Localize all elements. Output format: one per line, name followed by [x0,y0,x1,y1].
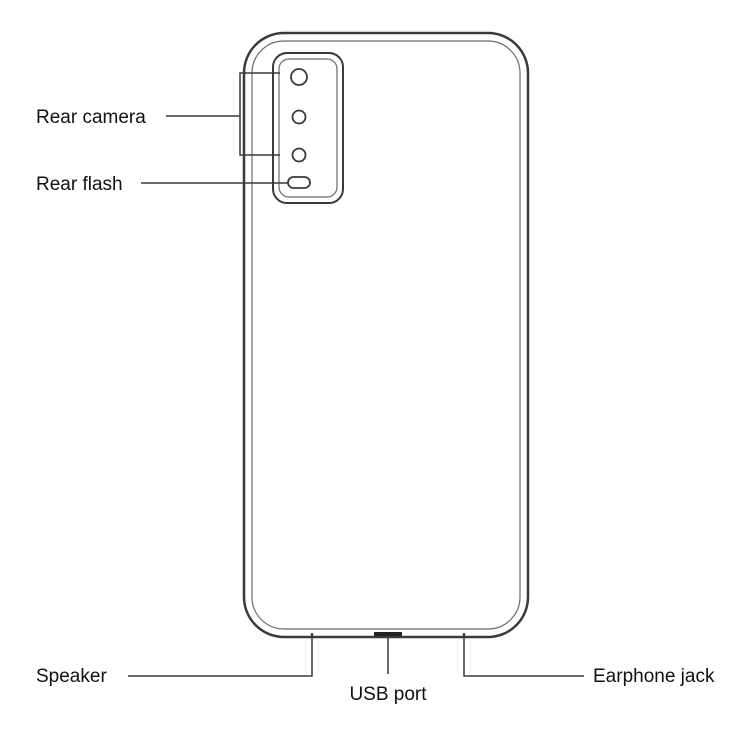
rear-camera-bracket [239,72,280,156]
label-rear-camera: Rear camera [36,107,146,128]
earphone-jack-callout-line [463,637,584,677]
label-rear-flash: Rear flash [36,174,123,195]
rear-camera-lens-2 [291,109,307,125]
label-usb-port: USB port [349,684,427,705]
phone-body-outline [242,31,530,639]
camera-module-outer [272,52,344,204]
phone-body-inner-outline [251,40,521,630]
rear-camera-lens-1 [290,68,308,86]
speaker-callout-line [128,637,313,677]
camera-module-inner [278,58,338,198]
rear-camera-lens-3 [291,147,307,163]
label-earphone-jack: Earphone jack [593,666,715,687]
rear-flash [287,176,311,189]
label-speaker: Speaker [36,666,107,687]
